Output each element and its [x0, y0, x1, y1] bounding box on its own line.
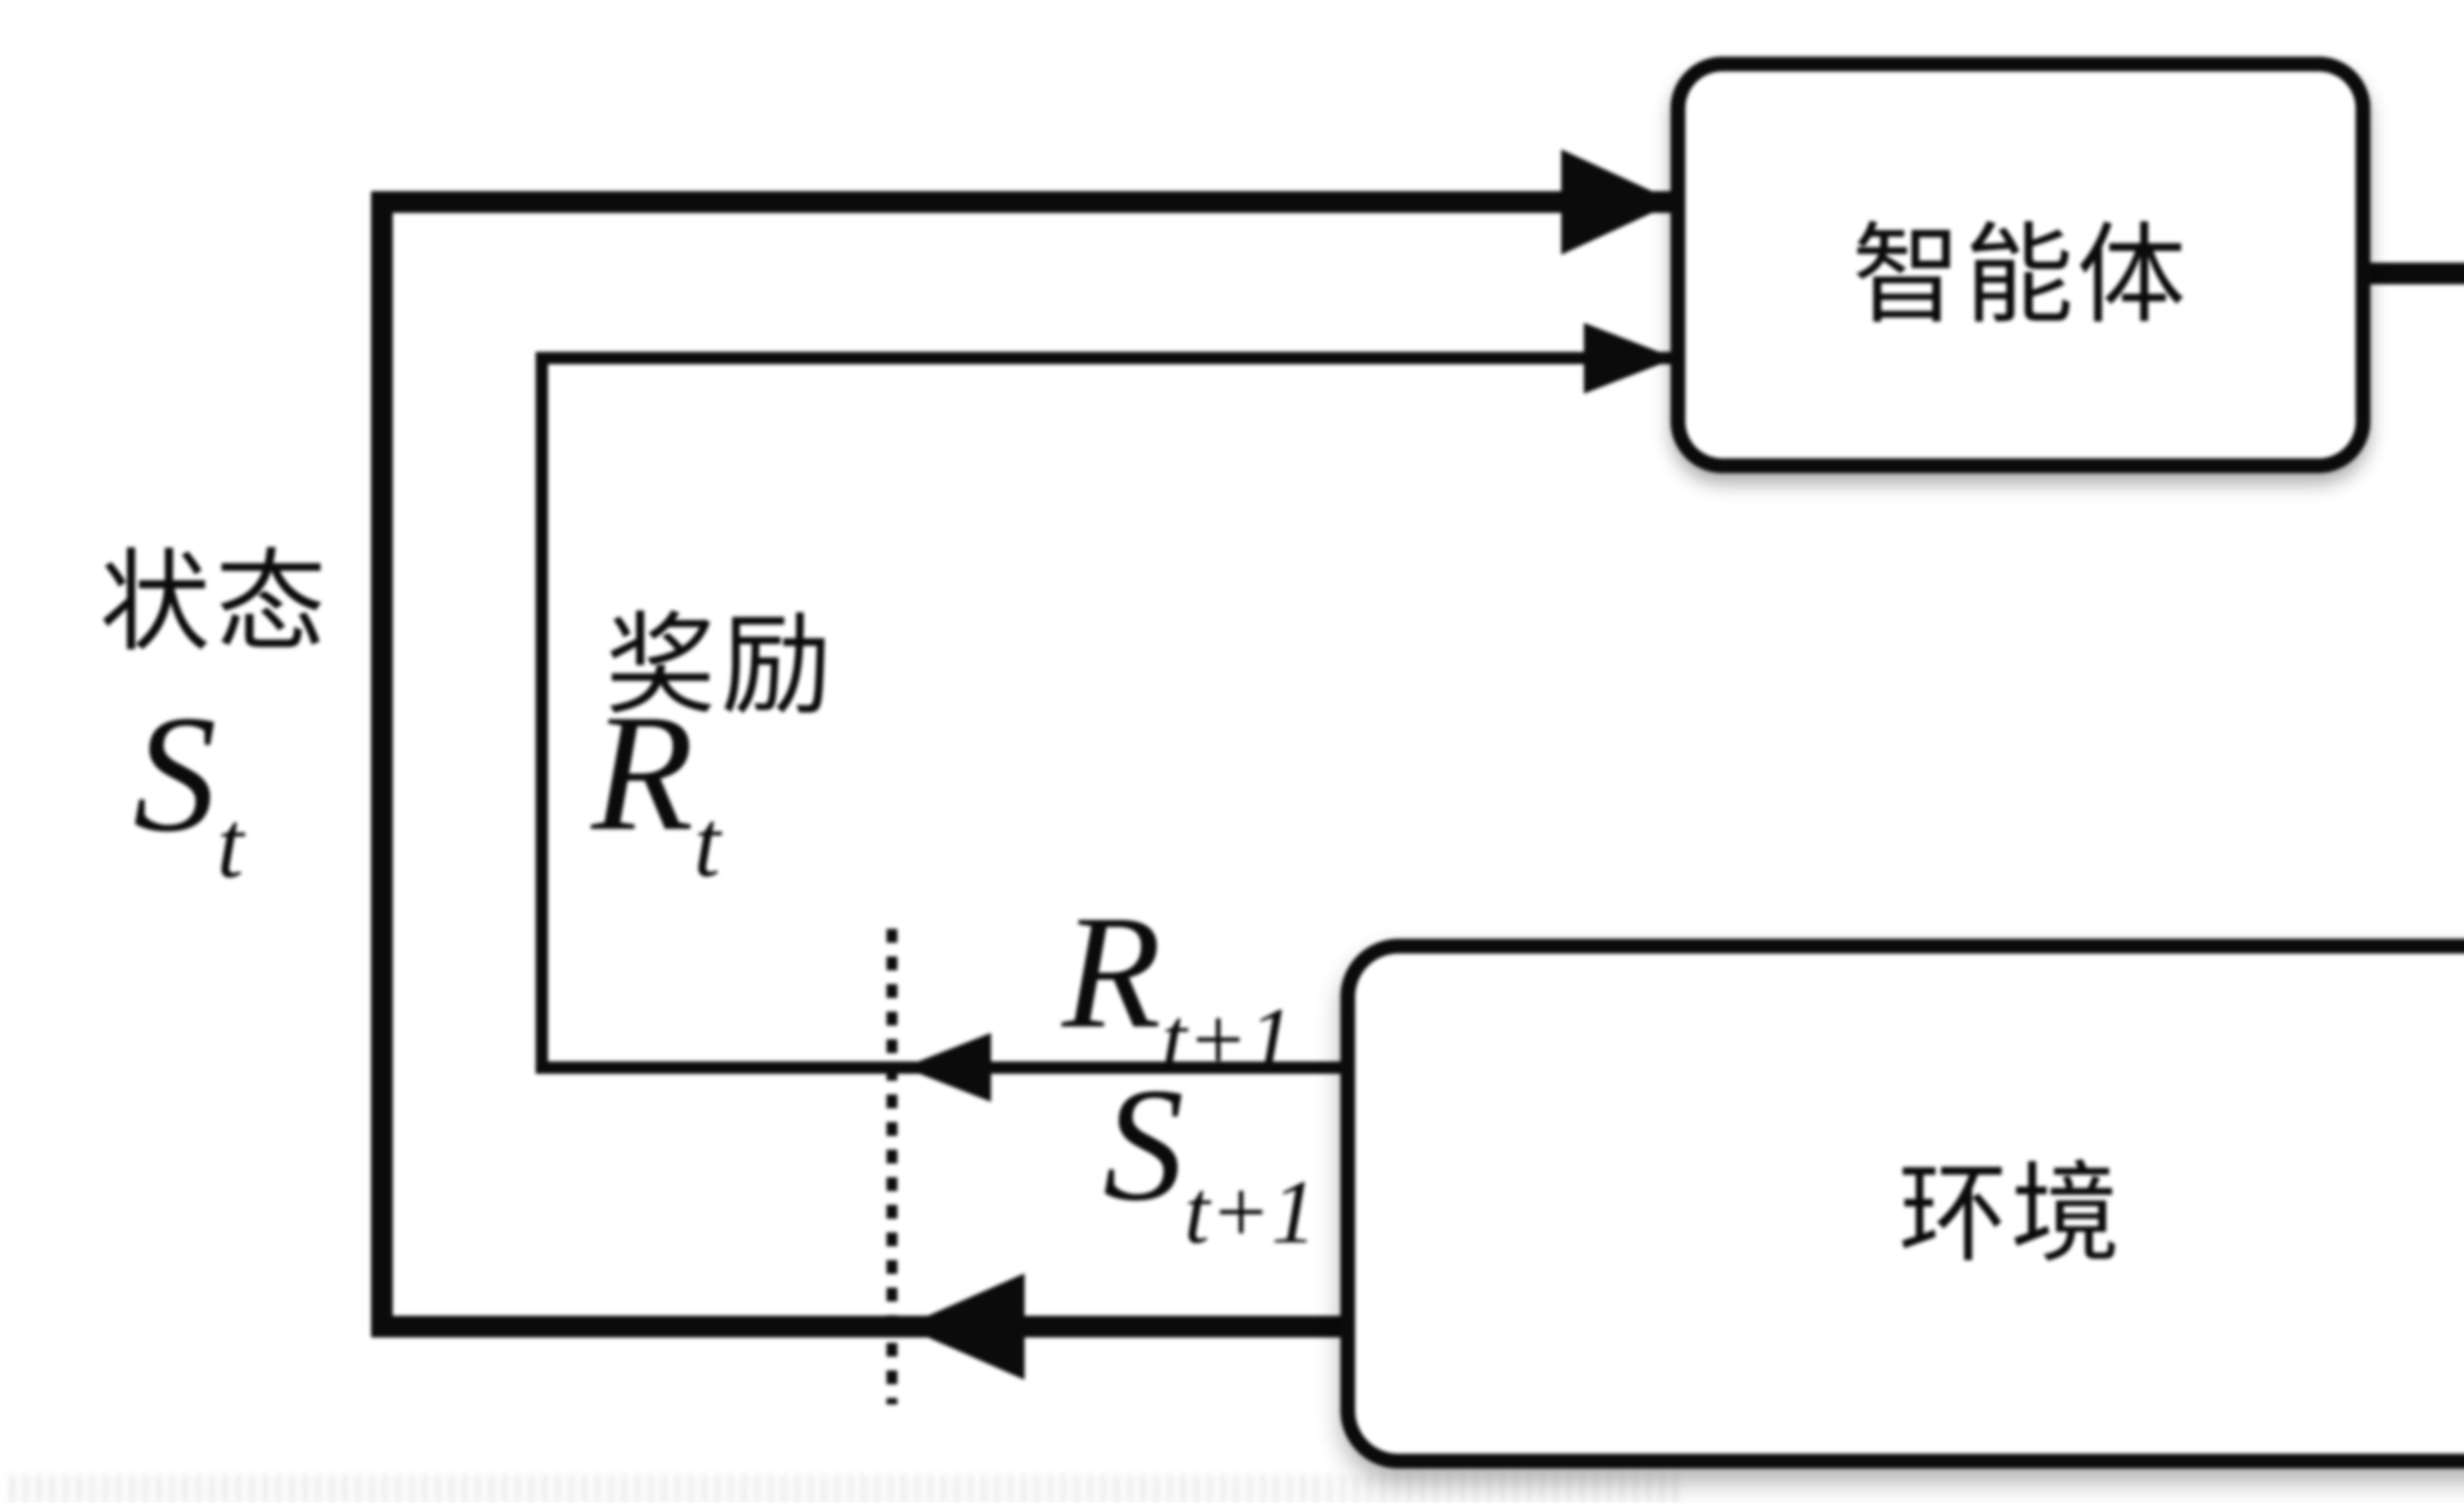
next-reward-symbol: Rt+1 — [1062, 882, 1294, 1090]
agent-box: 智能体 — [1671, 57, 2370, 473]
reward-line-left-vertical — [536, 352, 548, 1074]
agent-box-label: 智能体 — [1852, 215, 2189, 337]
next-state-line-bottom — [371, 1316, 1352, 1337]
environment-box-label: 环境 — [1898, 1154, 2123, 1276]
reward-arrowhead-into-agent — [1584, 323, 1676, 394]
state-symbol: St — [133, 681, 244, 898]
reward-symbol: Rt — [591, 680, 720, 897]
next-reward-arrowhead — [903, 1033, 991, 1102]
cropped-caption-remnant — [10, 1474, 1685, 1503]
state-line-top — [371, 191, 1676, 213]
time-boundary-dashed-line — [887, 929, 897, 1404]
state-arrowhead-into-agent — [1561, 149, 1676, 255]
action-line-top — [2370, 263, 2464, 284]
state-line-left-vertical — [371, 191, 393, 1337]
reward-caption: 奖励 — [605, 605, 837, 728]
next-state-arrowhead — [903, 1273, 1025, 1380]
state-caption: 状态 — [100, 542, 331, 665]
reward-line-top — [536, 352, 1676, 364]
next-state-symbol: St+1 — [1103, 1055, 1317, 1263]
environment-box: 环境 — [1340, 939, 2464, 1469]
